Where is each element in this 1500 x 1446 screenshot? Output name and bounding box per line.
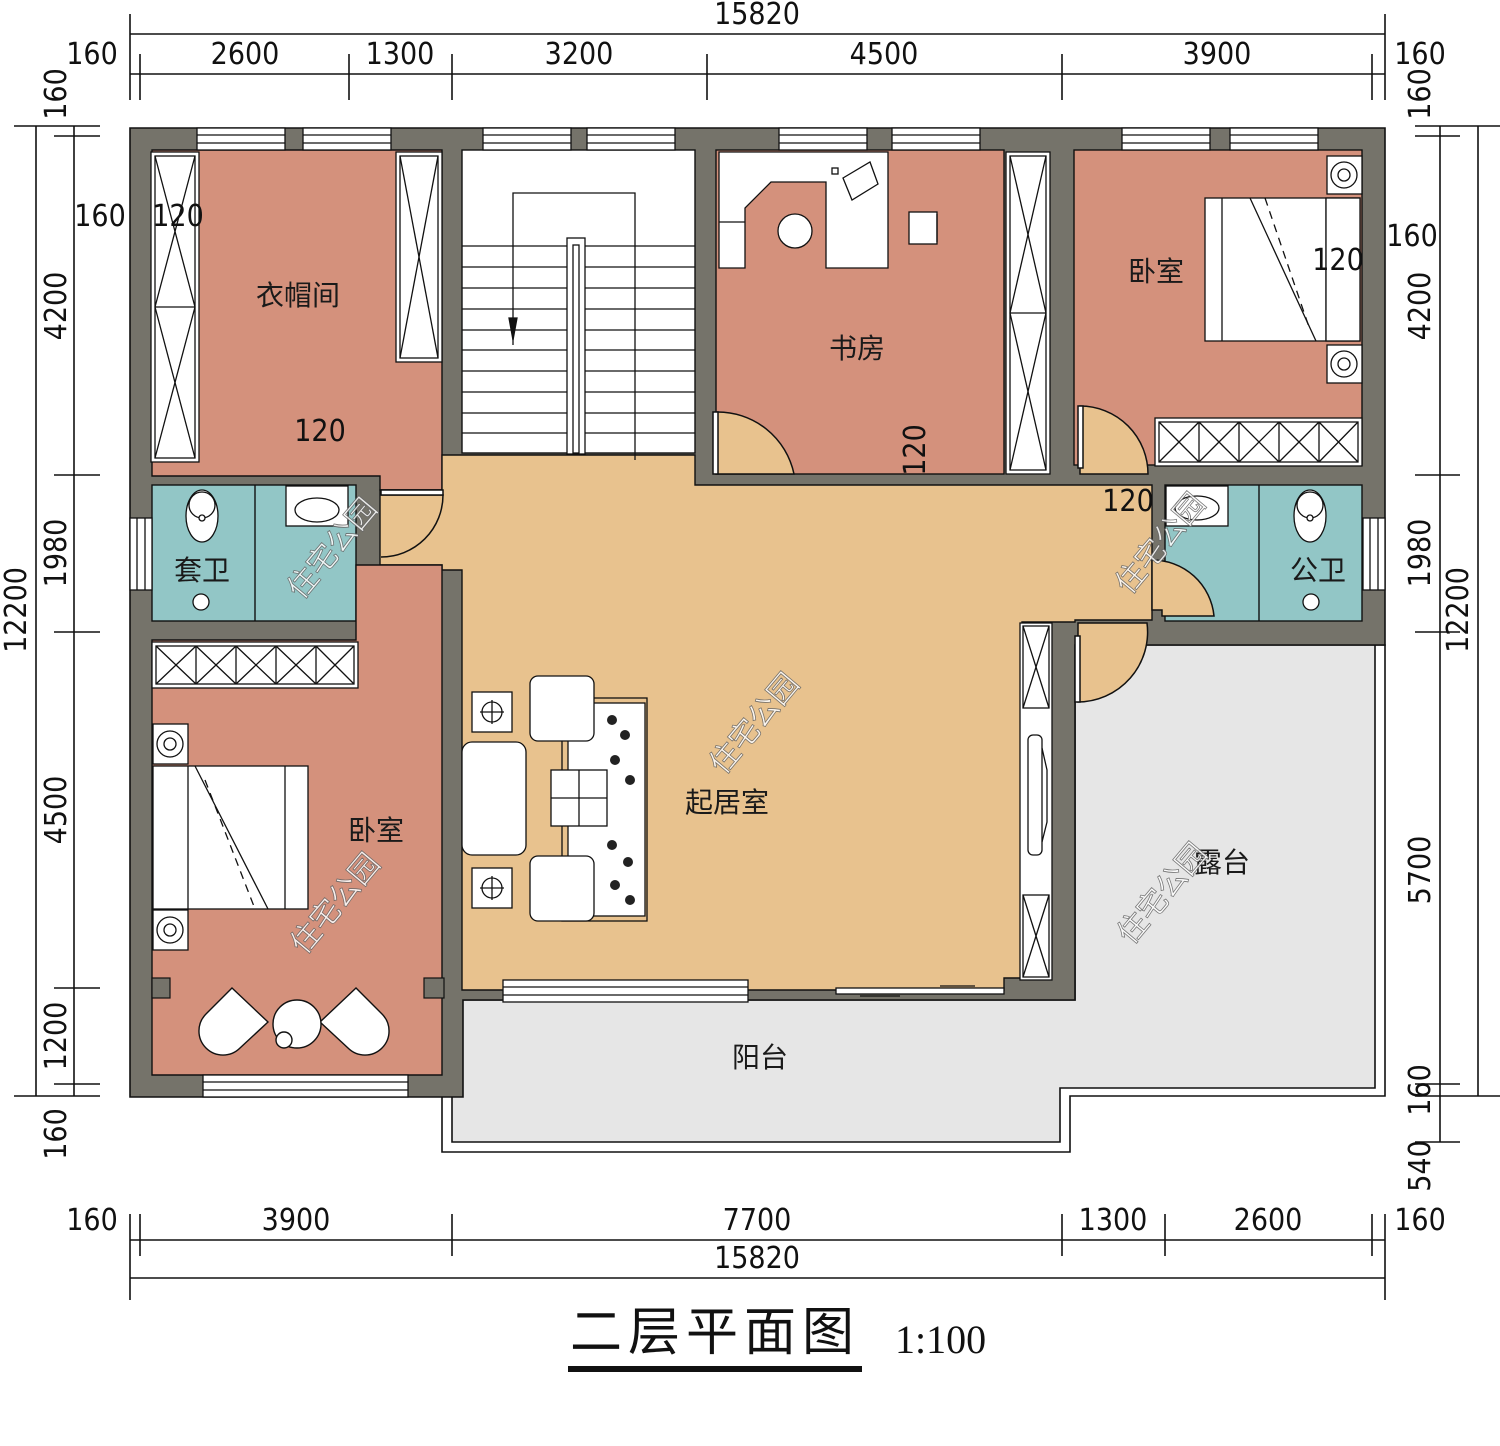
label-cloakroom: 衣帽间 xyxy=(256,279,340,312)
doors xyxy=(380,405,1215,703)
label-bedroom-sw: 卧室 xyxy=(348,814,404,847)
dim-bottom-6: 160 xyxy=(1394,1203,1446,1238)
dimension-left xyxy=(14,125,100,1097)
window-right-bath xyxy=(1362,517,1386,591)
label-ensuite-bath: 套卫 xyxy=(174,554,230,587)
window-bottom-bedroom xyxy=(202,1074,409,1098)
dim-left-4: 4500 xyxy=(39,776,74,845)
note-wall-3: 120 xyxy=(294,414,346,449)
dim-bottom-total: 15820 xyxy=(714,1241,800,1276)
bath-fixtures xyxy=(185,485,1327,611)
dim-top-4: 3200 xyxy=(545,37,614,72)
window-top-1 xyxy=(196,127,286,151)
note-wall-1: 160 xyxy=(74,199,126,234)
dim-left-1: 160 xyxy=(39,68,74,120)
toilet-public-icon xyxy=(1293,489,1327,543)
toilet-ensuite-icon xyxy=(185,489,219,543)
dim-left-2: 4200 xyxy=(39,272,74,341)
drawing-scale: 1:100 xyxy=(895,1317,987,1362)
label-public-bath: 公卫 xyxy=(1290,554,1346,587)
dimension-right xyxy=(1415,125,1500,1143)
dim-right-total: 12200 xyxy=(1441,567,1476,653)
door-bedroom-ne xyxy=(1077,405,1149,475)
dim-right-1: 160 xyxy=(1403,68,1438,120)
wardrobe-bedroom-sw xyxy=(151,641,359,689)
label-bedroom-ne: 卧室 xyxy=(1128,255,1184,288)
window-top-6 xyxy=(891,127,981,151)
floor-drain-ensuite-icon xyxy=(192,593,210,611)
wardrobes xyxy=(150,151,1363,981)
dimension-bottom xyxy=(129,1214,1386,1300)
dim-bottom-1: 160 xyxy=(66,1203,118,1238)
label-study: 书房 xyxy=(829,332,885,365)
windows xyxy=(129,127,1386,1098)
dimension-top xyxy=(129,14,1386,100)
bed-ne xyxy=(1204,155,1363,384)
dim-top-6: 3900 xyxy=(1183,37,1252,72)
label-balcony: 阳台 xyxy=(732,1041,788,1074)
window-top-7 xyxy=(1121,127,1211,151)
wardrobe-cloak-right xyxy=(395,151,443,363)
window-top-5 xyxy=(778,127,868,151)
dim-top-5: 4500 xyxy=(850,37,919,72)
door-cloakroom xyxy=(380,489,444,558)
window-living-balcony xyxy=(502,979,749,1003)
study-desk xyxy=(718,151,938,269)
note-wall-6: 120 xyxy=(1312,243,1364,278)
dim-bottom-3: 7700 xyxy=(723,1203,792,1238)
note-wall-2: 120 xyxy=(152,199,204,234)
dim-left-6: 160 xyxy=(39,1108,74,1160)
floor-drain-public-icon xyxy=(1302,593,1320,611)
dim-bottom-2: 3900 xyxy=(262,1203,331,1238)
window-top-3 xyxy=(482,127,572,151)
dim-bottom-5: 2600 xyxy=(1234,1203,1303,1238)
window-left-bath xyxy=(129,517,153,591)
note-wall-4: 120 xyxy=(898,424,933,476)
sliding-door-living xyxy=(835,985,1005,997)
dim-right-6: 540 xyxy=(1403,1140,1438,1192)
wardrobe-study xyxy=(1005,151,1051,475)
door-public-bath xyxy=(1151,559,1215,617)
door-terrace xyxy=(1074,622,1149,703)
sink-ensuite-icon xyxy=(285,485,349,527)
window-top-4 xyxy=(586,127,676,151)
dim-right-2: 4200 xyxy=(1403,272,1438,341)
staircase xyxy=(462,192,695,460)
dim-top-total: 15820 xyxy=(714,0,800,32)
label-living: 起居室 xyxy=(685,786,769,819)
sink-public-icon xyxy=(1165,485,1229,527)
dim-left-total: 12200 xyxy=(0,567,34,653)
door-study xyxy=(712,411,795,475)
dim-right-3: 1980 xyxy=(1403,519,1438,588)
dim-top-2: 2600 xyxy=(211,37,280,72)
dim-top-7: 160 xyxy=(1394,37,1446,72)
wardrobe-bedroom-ne xyxy=(1154,417,1363,467)
bed-sw xyxy=(152,723,309,951)
window-top-2 xyxy=(302,127,392,151)
dim-top-1: 160 xyxy=(66,37,118,72)
tv-cabinet-living xyxy=(1019,622,1053,981)
dim-right-4: 5700 xyxy=(1403,836,1438,905)
dim-top-3: 1300 xyxy=(366,37,435,72)
window-top-8 xyxy=(1229,127,1319,151)
dim-right-5: 160 xyxy=(1403,1064,1438,1116)
label-terrace: 露台 xyxy=(1194,846,1250,879)
dim-left-3: 1980 xyxy=(39,519,74,588)
lounge-chairs xyxy=(198,987,390,1056)
note-wall-5: 160 xyxy=(1386,219,1438,254)
note-wall-7: 120 xyxy=(1102,484,1154,519)
dim-bottom-4: 1300 xyxy=(1079,1203,1148,1238)
drawing-title: 二层平面图 xyxy=(568,1300,863,1372)
wardrobe-cloak-left xyxy=(150,151,200,463)
living-sofa-set xyxy=(461,675,648,922)
dim-left-5: 1200 xyxy=(39,1002,74,1071)
